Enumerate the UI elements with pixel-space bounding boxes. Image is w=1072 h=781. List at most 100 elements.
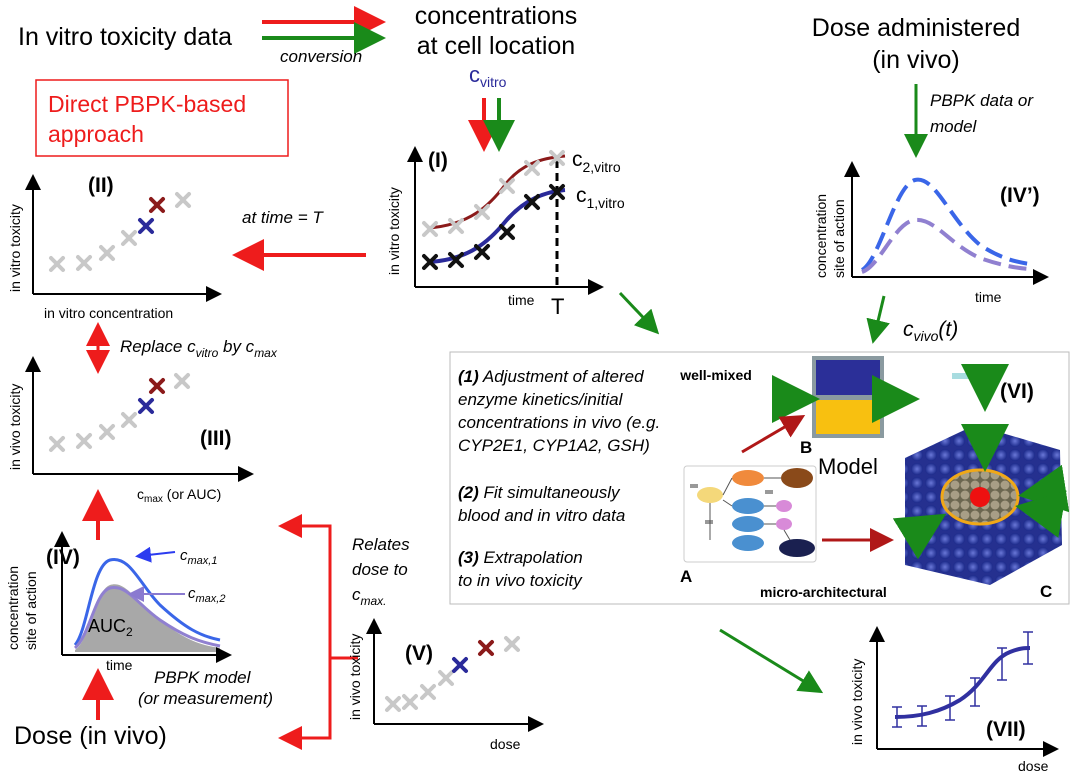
model-box: (1) Adjustment of altered enzyme kinetic… <box>449 351 1070 605</box>
panel-vii-ylabel: in vivo toxicity <box>849 659 865 745</box>
panel-ii: (II) in vitro toxicity in vitro concentr… <box>7 174 222 321</box>
node-orange <box>732 470 764 486</box>
panel-iv-ylabel1: concentration <box>5 566 21 650</box>
panel-ii-markers <box>49 192 191 272</box>
relates-line1: Relates <box>352 535 410 554</box>
panel-iii-markers <box>49 373 190 452</box>
marker-c2 <box>499 178 515 194</box>
panel-iv: concentration site of action (IV) time c… <box>5 531 273 750</box>
marker-c1 <box>474 244 490 260</box>
light-blue-arrow <box>952 364 1009 412</box>
marker-c2 <box>422 221 438 237</box>
ivp-curve-low <box>861 217 1031 274</box>
replace-label: Replace cvitro by cmax <box>120 337 278 360</box>
panel-ivp-xlabel: time <box>975 289 1002 305</box>
pbpk-data-line1: PBPK data or <box>930 91 1034 110</box>
panel-i-xlabel: time <box>508 292 535 308</box>
marker-gray <box>76 433 92 449</box>
errorbar <box>970 677 980 707</box>
marker-c2 <box>549 150 565 166</box>
marker-red <box>478 640 494 656</box>
panel-v-markers <box>385 636 520 712</box>
marker-gray <box>99 424 115 440</box>
dose-administered-label: Dose administered <box>812 14 1020 42</box>
errorbar <box>945 695 955 721</box>
errorbar <box>997 647 1007 681</box>
panel-iii: (III) in vivo toxicity cmax (or AUC) <box>7 356 254 505</box>
panel-v-numeral: (V) <box>405 642 433 665</box>
model-label: Model <box>818 454 878 479</box>
concentrations-label: concentrations <box>415 2 578 30</box>
green-arrow-right-2 <box>1015 490 1067 538</box>
marker-gray <box>49 436 65 452</box>
marker-c2 <box>448 218 464 234</box>
well-mixed-label: well-mixed <box>679 367 752 383</box>
marker-red <box>149 197 165 213</box>
bracket-to-cmax <box>278 514 332 658</box>
errorbar <box>1023 631 1033 665</box>
in-vitro-data-label: In vitro toxicity data <box>18 23 232 51</box>
arrow-i-to-model <box>618 291 660 335</box>
cvivo-label: cvivo(t) <box>903 318 958 344</box>
marker-c1 <box>549 184 565 200</box>
marker-gray <box>438 670 454 686</box>
time-t-label: T <box>551 294 564 319</box>
or-measurement-label: (or measurement) <box>138 689 273 708</box>
relates-line3: cmax. <box>352 585 387 608</box>
marker-gray <box>420 684 436 700</box>
network-edges <box>709 477 791 541</box>
panel-iii-numeral: (III) <box>200 427 232 450</box>
cmax1-curve <box>73 558 221 646</box>
well-mixed-top <box>816 360 880 395</box>
label-b: B <box>800 438 812 457</box>
marker-gray <box>76 255 92 271</box>
direct-pbpk-line2: approach <box>48 121 144 147</box>
panel-ii-xlabel: in vitro concentration <box>44 305 173 321</box>
panel-iv-prime: PBPK data or model (IV’) concentration s… <box>813 84 1049 344</box>
direct-pbpk-box <box>35 79 289 157</box>
errorbar <box>892 706 902 728</box>
item2-line1: (2) Fit simultaneously <box>458 483 621 502</box>
item3-line2: to in vivo toxicity <box>458 571 583 590</box>
panel-i-markers <box>422 150 565 270</box>
panel-iii-ylabel: in vivo toxicity <box>7 384 23 470</box>
green-arrow-left <box>892 513 947 560</box>
node-brown <box>781 468 813 488</box>
marker-c1 <box>422 254 438 270</box>
node-blue-3 <box>732 535 764 551</box>
panel-iii-xlabel: cmax (or AUC) <box>137 486 221 505</box>
label-a: A <box>680 567 692 586</box>
item3-line1: (3) Extrapolation <box>458 548 583 567</box>
ivp-curve-high <box>860 177 1031 272</box>
cvivo-arrow <box>866 295 890 344</box>
panel-ivp-ylabel1: concentration <box>813 194 829 278</box>
marker-navy <box>138 398 154 414</box>
marker-gray <box>99 245 115 261</box>
marker-c1 <box>448 252 464 268</box>
errorbar <box>917 705 927 727</box>
direct-pbpk-line1: Direct PBPK-based <box>48 91 246 117</box>
node-yellow <box>697 487 723 503</box>
marker-navy <box>452 657 468 673</box>
c2-vitro-label: c2,vitro <box>572 148 621 175</box>
panel-i: cvitro (I) in vitro toxicity time T c2,v… <box>386 62 625 319</box>
well-mixed-bottom <box>816 400 880 434</box>
panel-v-ylabel: in vivo toxicity <box>347 634 363 720</box>
panel-i-numeral: (I) <box>428 149 448 172</box>
c1-vitro-label: c1,vitro <box>576 184 625 211</box>
marker-c2 <box>524 160 540 176</box>
bracket-to-dose <box>278 658 332 750</box>
node-blue-2 <box>732 516 764 532</box>
network-nodes <box>690 468 815 557</box>
panel-v-xlabel: dose <box>490 736 521 752</box>
node-gray-3 <box>765 490 773 494</box>
auc-label: AUC2 <box>88 616 133 639</box>
c2-vitro-curve <box>427 154 566 230</box>
panel-vii-xlabel: dose <box>1018 758 1049 774</box>
panel-ivp-ylabel2: site of action <box>831 199 847 278</box>
marker-gray <box>402 694 418 710</box>
node-pink-2 <box>776 518 792 530</box>
label-c: C <box>1040 582 1052 601</box>
green-arrow-right <box>1018 464 1070 513</box>
